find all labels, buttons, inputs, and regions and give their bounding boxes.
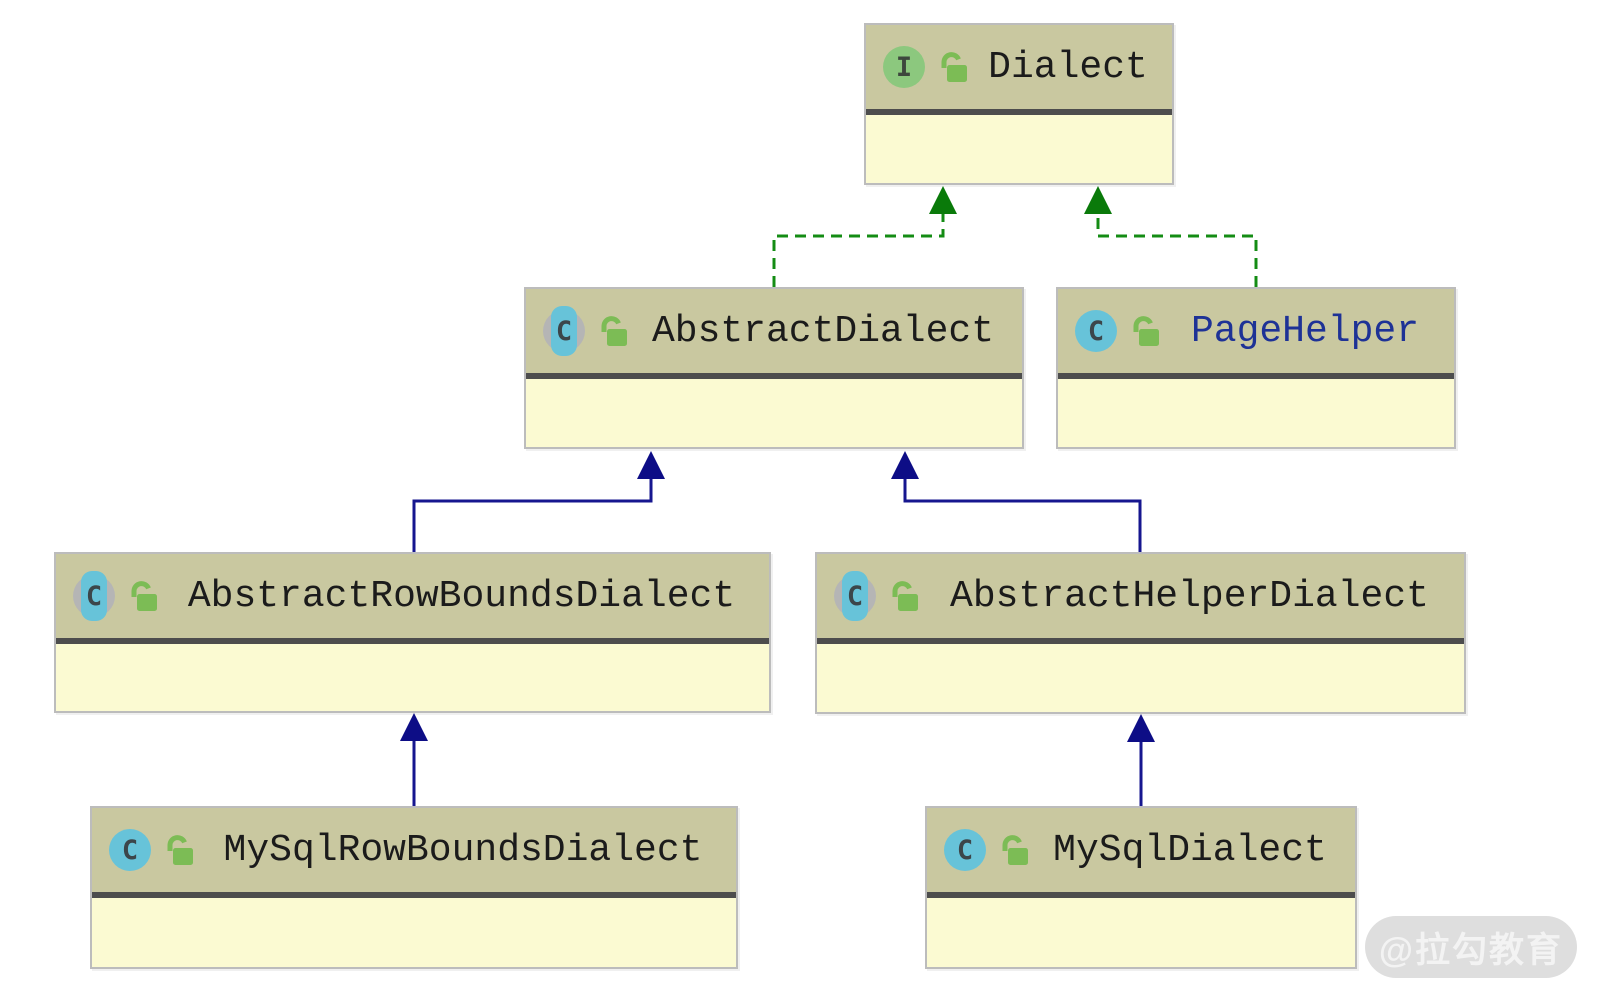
- class-node-abstract-row-bounds-dialect[interactable]: C AbstractRowBoundsDialect: [54, 552, 771, 713]
- node-separator: [927, 892, 1355, 898]
- class-node-page-helper[interactable]: C PageHelper: [1056, 287, 1456, 449]
- unlocked-padlock-icon: [892, 581, 918, 611]
- unlocked-padlock-icon: [1133, 316, 1159, 346]
- unlocked-padlock-icon: [941, 52, 967, 82]
- interface-icon: I: [882, 42, 926, 92]
- edge-AbstractDialect-implements-Dialect: [772, 186, 957, 287]
- class-node-abstract-dialect[interactable]: C AbstractDialect: [524, 287, 1024, 449]
- class-node-body: [526, 379, 1022, 447]
- class-icon: C: [943, 825, 987, 875]
- node-separator: [92, 892, 736, 898]
- class-icon: C: [108, 825, 152, 875]
- class-node-header: I Dialect: [866, 25, 1172, 109]
- class-name-label: AbstractRowBoundsDialect: [187, 574, 736, 618]
- class-node-header: C MySqlRowBoundsDialect: [92, 808, 736, 892]
- edge-AbstractRowBoundsDialect-extends-AbstractDialect: [412, 451, 665, 552]
- class-node-my-sql-dialect[interactable]: C MySqlDialect: [925, 806, 1357, 969]
- class-name-label: AbstractHelperDialect: [950, 574, 1429, 618]
- inheritance-arrowhead: [400, 713, 428, 741]
- class-node-header: C AbstractRowBoundsDialect: [56, 554, 769, 638]
- inheritance-arrowhead: [891, 451, 919, 479]
- class-node-body: [56, 644, 769, 711]
- inheritance-arrowhead: [637, 451, 665, 479]
- edge-AbstractHelperDialect-extends-AbstractDialect: [891, 451, 1142, 552]
- edge-MySqlRowBoundsDialect-extends-AbstractRowBoundsDialect: [400, 713, 428, 806]
- unlocked-padlock-icon: [131, 581, 157, 611]
- abstract-class-icon: C: [72, 571, 116, 621]
- class-node-header: C AbstractDialect: [526, 289, 1022, 373]
- class-node-header: C MySqlDialect: [927, 808, 1355, 892]
- class-name-label: MySqlDialect: [1053, 828, 1327, 872]
- node-separator: [866, 109, 1172, 115]
- inheritance-arrowhead: [1127, 714, 1155, 742]
- class-icon: C: [1074, 306, 1118, 356]
- class-node-header: C PageHelper: [1058, 289, 1454, 373]
- edge-PageHelper-implements-Dialect: [1084, 186, 1258, 287]
- class-name-label: PageHelper: [1190, 309, 1420, 353]
- inheritance-arrowhead: [1084, 186, 1112, 214]
- edge-MySqlDialect-extends-AbstractHelperDialect: [1127, 714, 1155, 806]
- node-separator: [1058, 373, 1454, 379]
- class-node-dialect[interactable]: I Dialect: [864, 23, 1174, 185]
- node-separator: [817, 638, 1464, 644]
- unlocked-padlock-icon: [1002, 835, 1028, 865]
- node-separator: [526, 373, 1022, 379]
- class-node-body: [927, 898, 1355, 967]
- watermark-badge: @拉勾教育: [1365, 916, 1577, 978]
- class-name-label: AbstractDialect: [651, 309, 995, 353]
- class-name-label: Dialect: [988, 45, 1148, 89]
- unlocked-padlock-icon: [167, 835, 193, 865]
- class-name-label: MySqlRowBoundsDialect: [223, 828, 703, 872]
- inheritance-arrowhead: [929, 186, 957, 214]
- class-node-body: [866, 115, 1172, 183]
- class-node-header: C AbstractHelperDialect: [817, 554, 1464, 638]
- node-separator: [56, 638, 769, 644]
- class-node-abstract-helper-dialect[interactable]: C AbstractHelperDialect: [815, 552, 1466, 714]
- class-node-body: [817, 644, 1464, 712]
- abstract-class-icon: C: [833, 571, 877, 621]
- class-node-my-sql-row-bounds-dialect[interactable]: C MySqlRowBoundsDialect: [90, 806, 738, 969]
- class-node-body: [1058, 379, 1454, 447]
- abstract-class-icon: C: [542, 306, 586, 356]
- unlocked-padlock-icon: [601, 316, 627, 346]
- class-node-body: [92, 898, 736, 967]
